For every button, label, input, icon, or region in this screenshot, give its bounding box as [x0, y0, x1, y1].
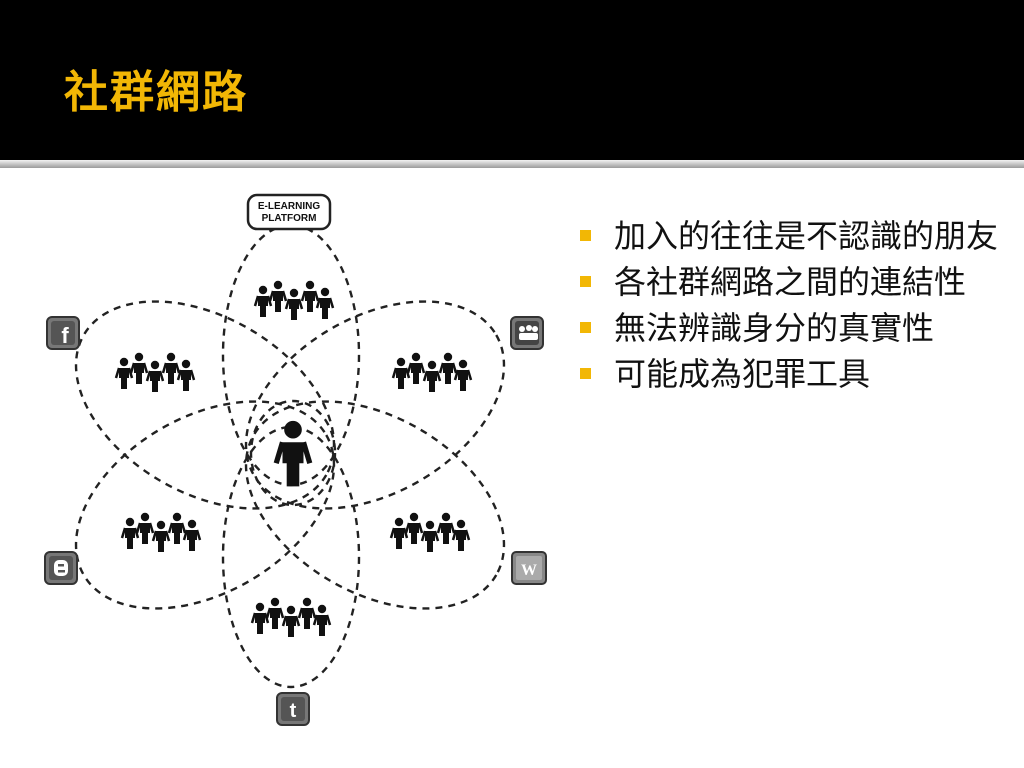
people-group-lower-left [122, 513, 200, 552]
wordpress-icon: W [511, 551, 547, 585]
title-bar: 社群網路 [0, 0, 1024, 160]
title-divider [0, 160, 1024, 168]
e-learning-platform-badge: E-LEARNING PLATFORM [246, 193, 332, 231]
bullet-marker-icon [580, 276, 591, 287]
people-group-bottom [252, 598, 330, 637]
people-group-upper-left [116, 353, 194, 392]
bullet-item: 加入的往往是不認識的朋友 [578, 214, 998, 258]
bullet-marker-icon [580, 322, 591, 333]
platform-label-line1: E-LEARNING [258, 201, 320, 212]
bullet-item: 各社群網路之間的連結性 [578, 260, 998, 304]
people-group-upper-right [393, 353, 471, 392]
facebook-icon: f [46, 316, 80, 350]
svg-text:f: f [61, 323, 69, 348]
bullet-item: 可能成為犯罪工具 [578, 352, 998, 396]
bullet-text: 加入的往往是不認識的朋友 [614, 217, 999, 255]
petal-lower-right [244, 400, 506, 610]
myspace-icon [510, 316, 544, 350]
social-network-diagram: E-LEARNING PLATFORM f W t [44, 193, 547, 726]
twitter-icon: t [276, 692, 310, 726]
petal-upper-right [244, 300, 506, 510]
blogger-icon [44, 551, 78, 585]
people-group-lower-right [391, 513, 469, 552]
petal-bottom [221, 425, 361, 689]
bullet-marker-icon [580, 368, 591, 379]
bullet-list: 加入的往往是不認識的朋友 各社群網路之間的連結性 無法辨識身分的真實性 可能成為… [578, 214, 998, 398]
slide-title: 社群網路 [64, 67, 248, 118]
people-group-top [255, 281, 333, 320]
petal-upper-left [74, 300, 336, 510]
platform-label-line2: PLATFORM [262, 213, 317, 224]
center-circle [249, 399, 337, 507]
svg-text:t: t [290, 700, 297, 722]
petal-lower-left [74, 400, 336, 610]
bullet-marker-icon [580, 230, 591, 241]
svg-text:W: W [521, 562, 537, 579]
bullet-text: 可能成為犯罪工具 [614, 355, 871, 393]
bullet-item: 無法辨識身分的真實性 [578, 306, 998, 350]
bullet-text: 各社群網路之間的連結性 [614, 263, 967, 301]
bullet-text: 無法辨識身分的真實性 [614, 309, 935, 347]
center-person-icon [276, 421, 310, 487]
